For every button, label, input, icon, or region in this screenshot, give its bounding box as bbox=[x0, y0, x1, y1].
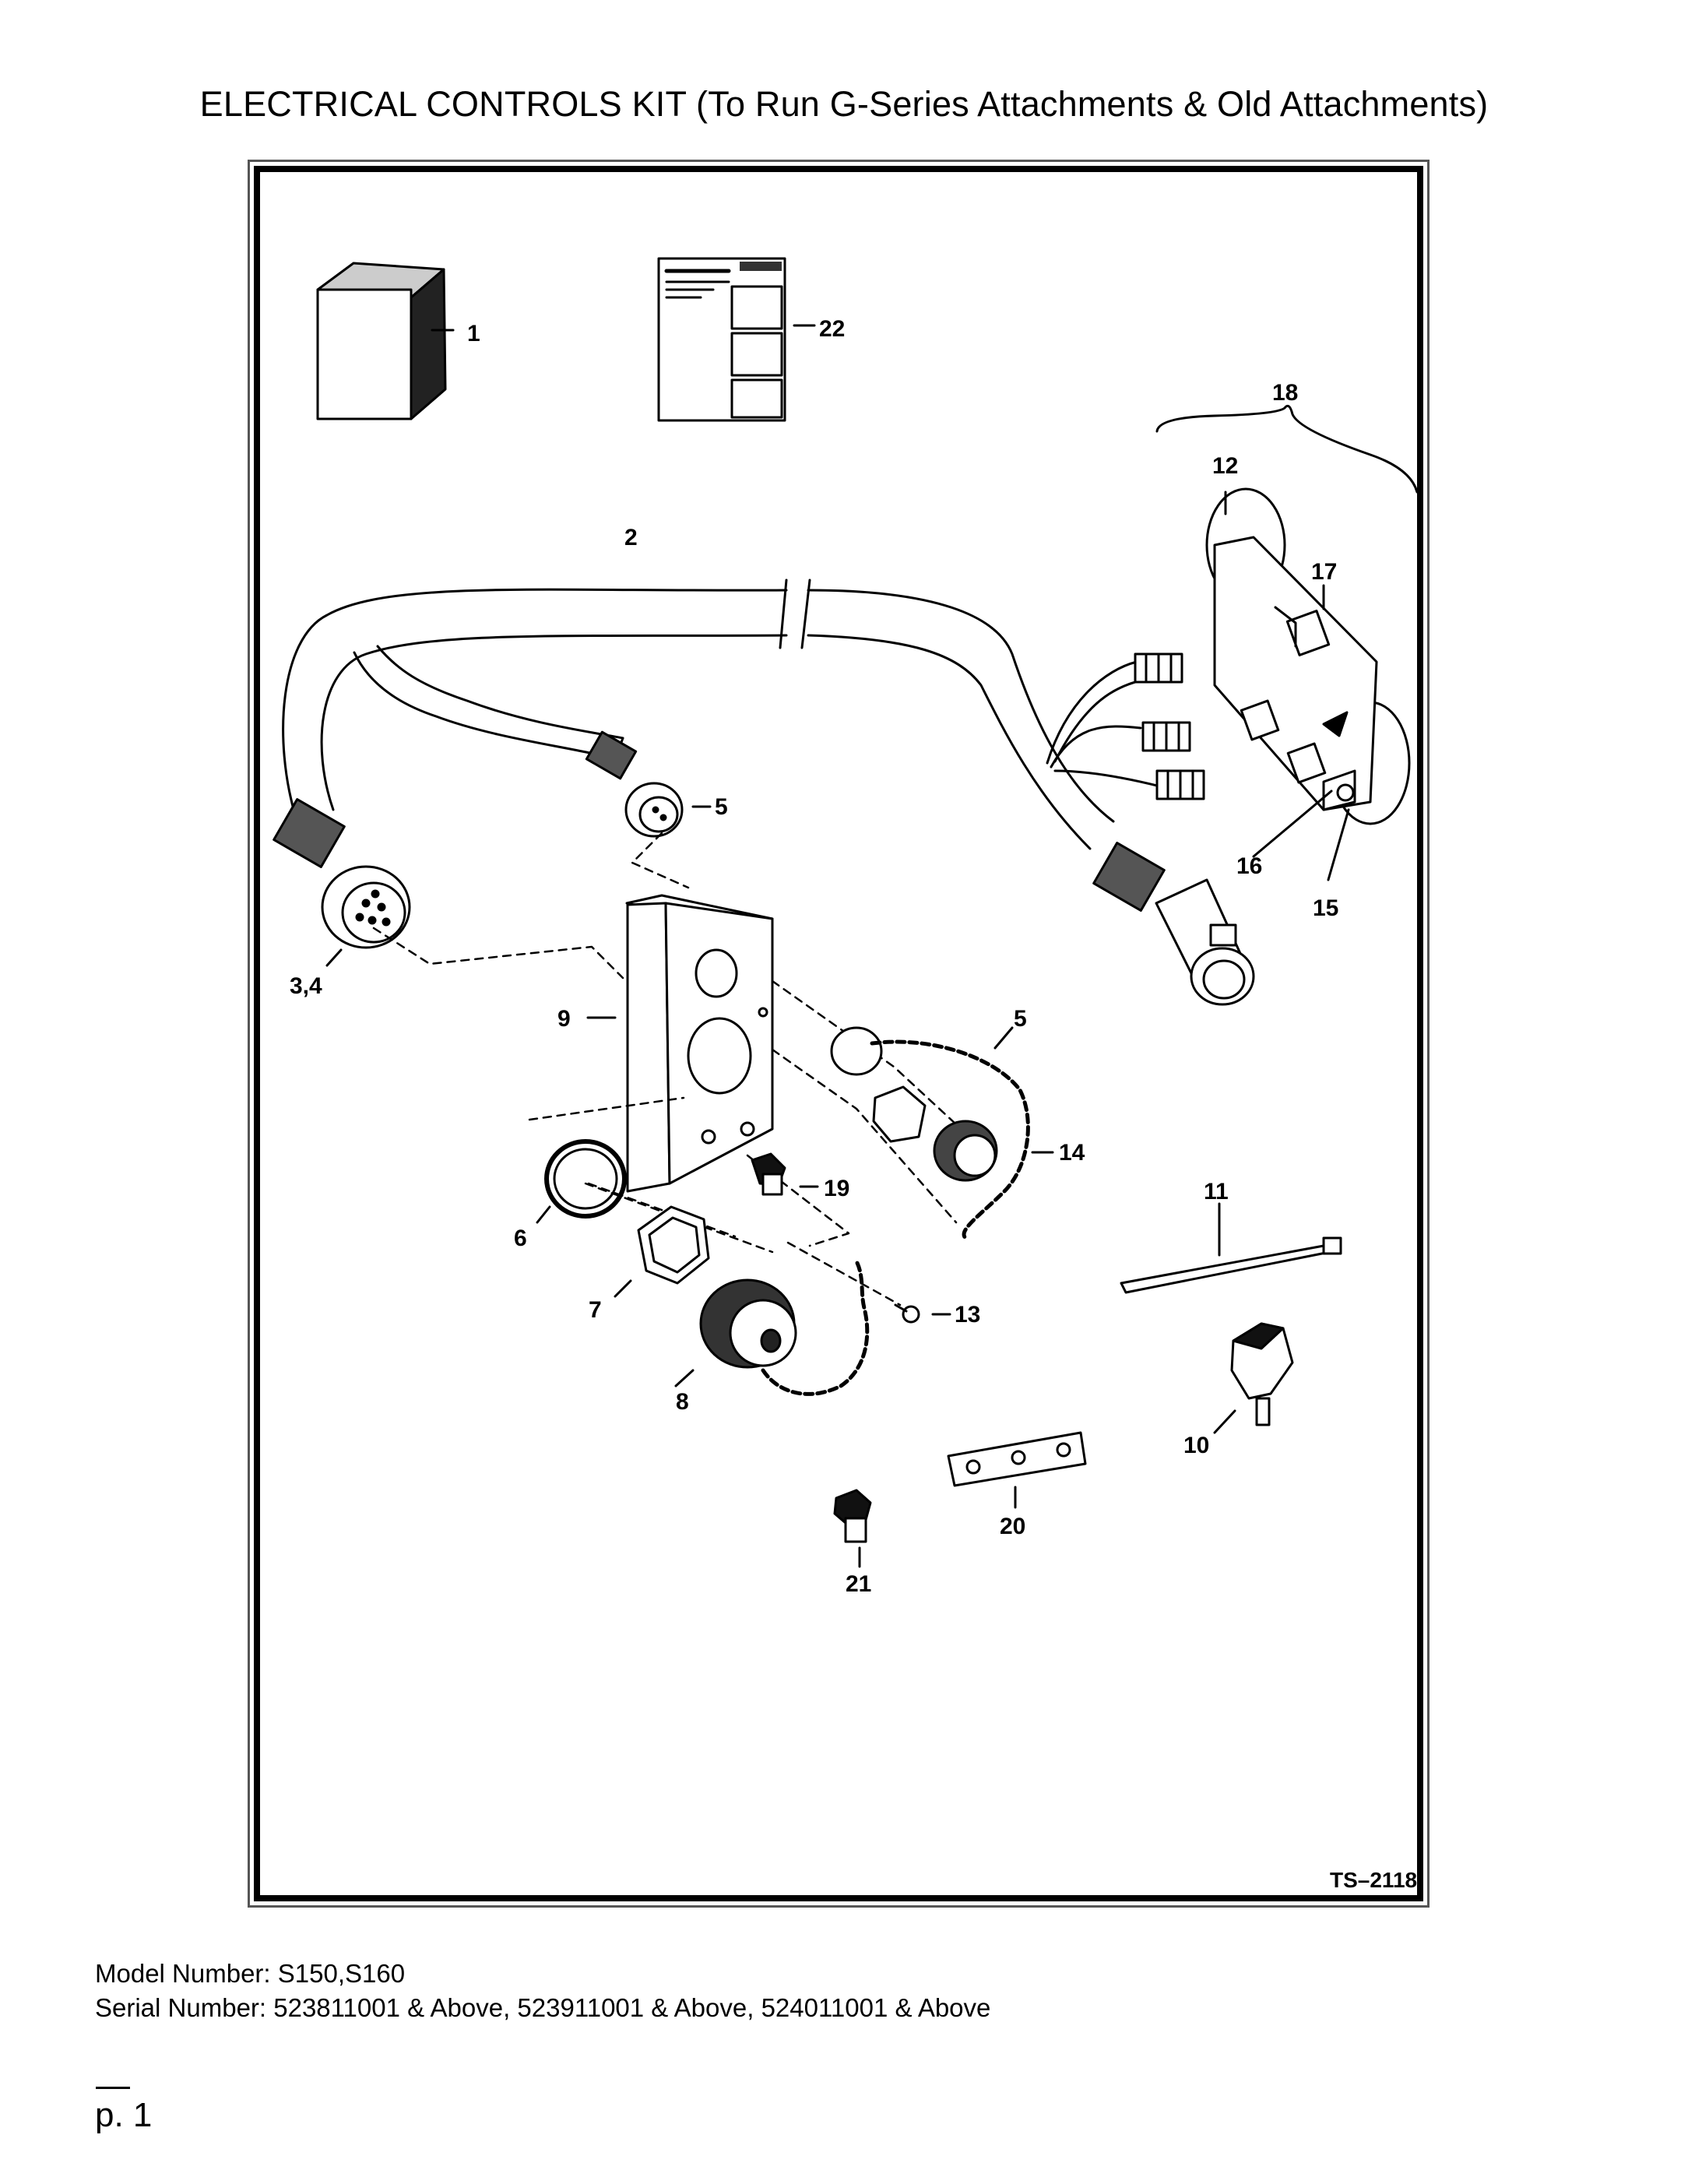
kit-group-brace bbox=[1155, 404, 1419, 494]
callout-18: 18 bbox=[1272, 380, 1298, 406]
callout-9: 9 bbox=[557, 1006, 571, 1032]
part-instructions-sheet bbox=[657, 257, 816, 422]
callout-17: 17 bbox=[1311, 559, 1337, 585]
part-housing bbox=[586, 894, 774, 1193]
callout-3-4: 3,4 bbox=[290, 973, 322, 999]
part-mounting-plate bbox=[947, 1431, 1087, 1509]
page-rule bbox=[96, 2087, 130, 2089]
callout-5a: 5 bbox=[715, 794, 728, 820]
callout-16: 16 bbox=[1236, 853, 1262, 879]
callout-15: 15 bbox=[1313, 895, 1338, 921]
part-cable-tie bbox=[1120, 1202, 1342, 1294]
callout-11: 11 bbox=[1204, 1179, 1229, 1205]
drawing-number: TS–2118 bbox=[1330, 1868, 1417, 1892]
part-o-ring bbox=[536, 1139, 627, 1224]
part-fastener-leaders bbox=[1252, 783, 1355, 881]
part-cap-with-chain bbox=[830, 1026, 1054, 1240]
part-pin bbox=[894, 1303, 951, 1324]
part-receptacle bbox=[674, 1259, 870, 1396]
callout-19: 19 bbox=[824, 1176, 849, 1201]
serial-number: Serial Number: 523811001 & Above, 523911… bbox=[95, 1993, 991, 2022]
page-number: p. 1 bbox=[95, 2096, 153, 2134]
callout-10: 10 bbox=[1183, 1433, 1209, 1458]
callout-22: 22 bbox=[819, 316, 845, 342]
part-knob bbox=[1213, 1322, 1294, 1434]
callout-12: 12 bbox=[1212, 453, 1238, 479]
callout-2: 2 bbox=[624, 525, 638, 550]
model-number: Model Number: S150,S160 bbox=[95, 1959, 406, 1988]
diagram-frame bbox=[254, 166, 1423, 1901]
part-round-connector-right bbox=[1092, 842, 1255, 1006]
part-bolt-lower bbox=[833, 1489, 872, 1568]
callout-20: 20 bbox=[1000, 1514, 1025, 1539]
callout-13: 13 bbox=[955, 1302, 980, 1328]
callout-5b: 5 bbox=[1014, 1006, 1027, 1032]
part-small-connector bbox=[585, 730, 712, 838]
callout-21: 21 bbox=[846, 1571, 871, 1597]
callout-8: 8 bbox=[676, 1389, 689, 1415]
part-mounting-module bbox=[1205, 487, 1411, 825]
callout-14: 14 bbox=[1059, 1140, 1085, 1166]
part-hex-nut bbox=[614, 1205, 710, 1298]
page-title: ELECTRICAL CONTROLS KIT (To Run G-Series… bbox=[199, 84, 1489, 124]
callout-7: 7 bbox=[589, 1297, 602, 1323]
part-box bbox=[316, 262, 455, 420]
part-bolt bbox=[751, 1152, 819, 1196]
part-wiring-harness bbox=[282, 579, 1205, 850]
diagram-frame-outer bbox=[248, 160, 1430, 1908]
callout-6: 6 bbox=[514, 1226, 527, 1251]
callout-1: 1 bbox=[467, 321, 480, 346]
part-round-connector-left bbox=[273, 798, 411, 967]
